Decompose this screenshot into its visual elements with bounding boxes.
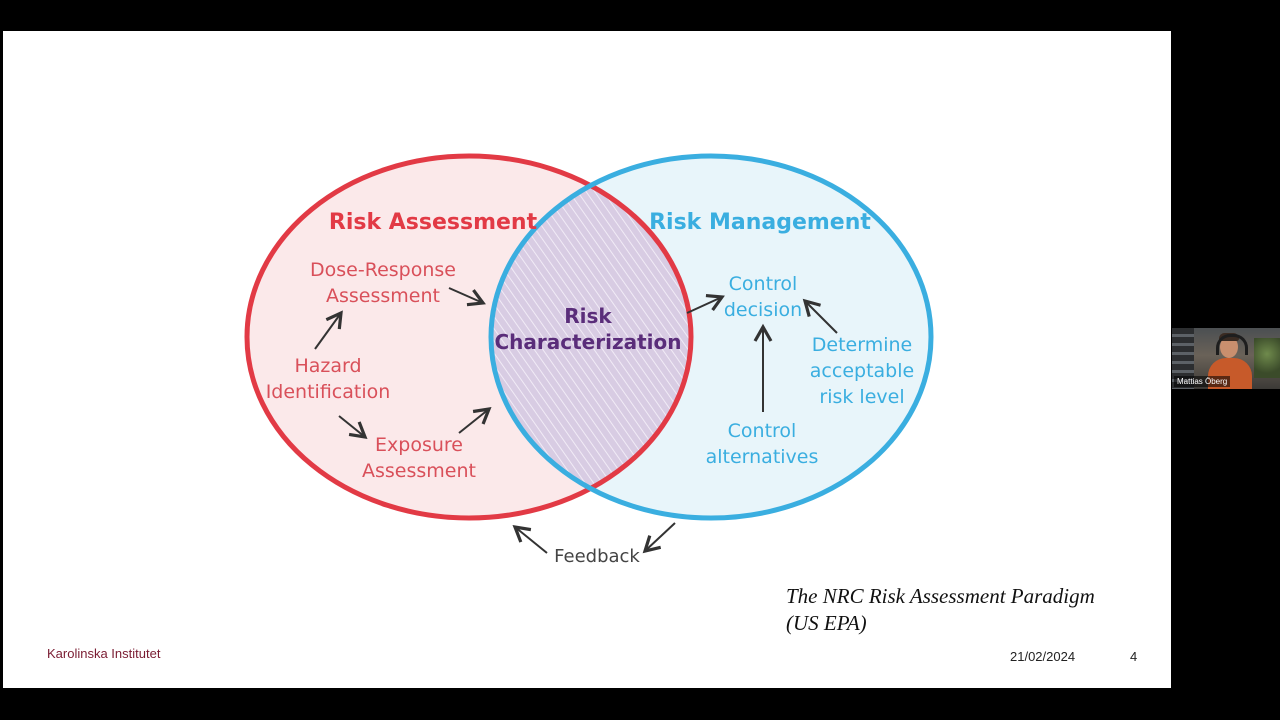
footer-page-number: 4 xyxy=(1130,649,1138,664)
control-alternatives-label-line1: Control xyxy=(728,420,797,442)
arrow-hazard-to-exposure xyxy=(338,415,368,440)
determine-risk-level-label-line3: risk level xyxy=(819,386,904,408)
hazard-identification-label-line1: Hazard xyxy=(294,355,361,377)
determine-risk-level-label-line2: acceptable xyxy=(810,360,914,382)
exposure-assessment-label-line1: Exposure xyxy=(375,434,463,456)
risk-management-circle xyxy=(488,153,934,521)
footer-date: 21/02/2024 xyxy=(1010,649,1076,664)
risk-paradigm-venn-diagram: Risk Assessment Risk Management Risk Cha… xyxy=(244,153,934,567)
participant-video-tile[interactable]: Mattias Öberg xyxy=(1172,328,1280,389)
background-plant xyxy=(1254,338,1280,378)
feedback-label: Feedback xyxy=(554,546,640,567)
arrow-management-to-feedback xyxy=(642,522,676,554)
control-alternatives-label-line2: alternatives xyxy=(706,446,819,468)
caption-line2: (US EPA) xyxy=(786,611,867,635)
dose-response-label-line1: Dose-Response xyxy=(310,259,456,281)
headphones-icon xyxy=(1216,334,1248,355)
arrow-feedback-to-assessment xyxy=(512,524,548,554)
hazard-identification-label-line2: Identification xyxy=(266,381,391,403)
risk-characterization-label-line1: Risk xyxy=(564,304,612,328)
determine-risk-level-label-line1: Determine xyxy=(812,334,912,356)
slide-caption: The NRC Risk Assessment Paradigm (US EPA… xyxy=(786,583,1146,637)
arrow-exposure-to-characterization xyxy=(458,406,492,434)
caption-line1: The NRC Risk Assessment Paradigm xyxy=(786,584,1095,608)
risk-assessment-circle xyxy=(244,153,694,521)
control-decision-label-line2: decision xyxy=(724,299,802,321)
background-shelf xyxy=(1172,328,1194,389)
arrow-characterization-to-decision xyxy=(686,293,725,314)
control-decision-label-line1: Control xyxy=(729,273,798,295)
arrow-determine-to-decision xyxy=(802,298,838,334)
participant-name-label: Mattias Öberg xyxy=(1174,376,1231,387)
risk-assessment-title: Risk Assessment xyxy=(329,210,538,235)
risk-management-title: Risk Management xyxy=(649,210,871,235)
dose-response-label-line2: Assessment xyxy=(326,285,440,307)
arrow-hazard-to-dose xyxy=(314,310,343,350)
exposure-assessment-label-line2: Assessment xyxy=(362,460,476,482)
risk-characterization-label-line2: Characterization xyxy=(494,330,681,354)
presentation-slide: Risk Assessment Risk Management Risk Cha… xyxy=(3,31,1171,688)
footer-organization: Karolinska Institutet xyxy=(47,646,161,661)
risk-characterization-overlap xyxy=(491,156,691,518)
arrow-dose-to-characterization xyxy=(448,287,486,307)
